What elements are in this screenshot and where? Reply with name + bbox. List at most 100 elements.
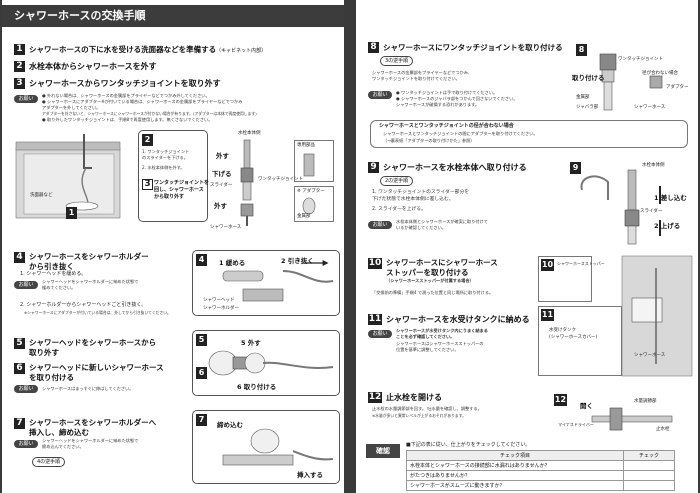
check-cell[interactable] bbox=[623, 480, 675, 491]
note-line: ● シャワーホースのジャバラ部をつかんで回さないでください。 bbox=[396, 96, 518, 101]
label-adapter: ※ アダプター bbox=[297, 189, 325, 194]
label-raise: 2 上げる bbox=[654, 222, 681, 230]
label-dedicated: 専用部品 bbox=[297, 143, 315, 148]
step-9-item: 下げた状態で水栓本体側に差し込む。 bbox=[372, 197, 454, 202]
label-one-touch: ワンタッチジョイント bbox=[618, 57, 663, 62]
step-number-3: 3 bbox=[14, 78, 25, 89]
step-6-title: を取り付ける bbox=[29, 373, 74, 382]
step-12-body: ※水量が多いと異常レベルが上がるおそれがあります。 bbox=[372, 413, 466, 418]
figure-8: 8 取り付ける ワンタッチジョイント 径が合わない場合 アダプター 金属部 ジャ… bbox=[572, 42, 694, 116]
check-table: チェック項目チェック 水栓本体とシャワーホースの接続部に水漏れはありませんか？ … bbox=[406, 450, 675, 491]
check-cell[interactable] bbox=[623, 460, 675, 471]
check-row: シャワーホースがスムーズに動きますか？ bbox=[406, 480, 624, 491]
label-tank: 水受けタンク bbox=[549, 328, 576, 333]
step-10-title: ストッパーを取り付ける bbox=[386, 268, 469, 277]
note-badge: お願い bbox=[14, 95, 38, 103]
label-adapter-small: 径が合わない場合 bbox=[642, 71, 678, 76]
figure-7: 7 締め込む 挿入する bbox=[192, 410, 340, 484]
label-remove: 外す bbox=[216, 152, 229, 160]
label-driver: マイナスドライバー bbox=[558, 422, 594, 427]
check-cell[interactable] bbox=[623, 470, 675, 481]
label-tank-cover: (シャワーホースカバー) bbox=[549, 335, 598, 340]
figure-12: 12 開く 水量調節部 マイナスドライバー 止水栓 bbox=[552, 392, 694, 436]
step-9-item: 2. スライダーを上げる。 bbox=[372, 207, 426, 212]
label-attach: 取り付ける bbox=[572, 74, 605, 82]
note-line: シャワーホースはシャワーホースストッパーの bbox=[396, 341, 484, 346]
note-badge: お願い bbox=[14, 281, 38, 289]
note-badge: お願い bbox=[368, 91, 392, 99]
label-adapter: アダプター bbox=[666, 85, 689, 90]
check-section: 確認 ■下記の表に従い、仕上がりをチェックしてください。 チェック項目チェック … bbox=[366, 440, 694, 491]
note-line: シャワーホースが水受けタンク内にうまく納まる bbox=[396, 328, 488, 333]
figure-10: 10 シャワーホースストッパー bbox=[538, 256, 605, 302]
step-5-title: 取り外す bbox=[29, 348, 59, 357]
note-line: ● 取り外したワンタッチジョイントは、手順8で再度使用します。無くさないでくださ… bbox=[42, 117, 213, 122]
label-loosen: 1 緩める bbox=[219, 259, 246, 267]
note-line: シャワーヘッドをシャワーホルダーに納めた状態で bbox=[42, 438, 139, 443]
basin-label: 洗面器など bbox=[30, 193, 53, 198]
label-shower-hose: シャワーホース bbox=[634, 353, 666, 358]
figure-9: 9 水栓本体側 1 差し込む スライダー 2 上げる bbox=[568, 160, 694, 246]
step-8-body: シャワーホースの金属部をプライヤーなどでつかみ、 bbox=[372, 70, 473, 75]
step-7-title: 挿入し、締め込む bbox=[29, 428, 89, 437]
label-bellows: ジャバラ部 bbox=[576, 105, 599, 110]
label-open: 開く bbox=[580, 402, 593, 410]
label-stopper: シャワーホースストッパー bbox=[557, 261, 605, 266]
step-number-8: 8 bbox=[368, 42, 379, 53]
note-badge: お願い bbox=[14, 440, 38, 448]
check-label: 確認 bbox=[366, 444, 400, 458]
right-page: 8 シャワーホースにワンタッチジョイントを取り付ける 3の逆手順 シャワーホース… bbox=[356, 0, 698, 493]
note-line: アダプターを外してください。 bbox=[42, 105, 101, 110]
figure-2: 2 1. ワンタッチジョイント のスライダーを下げる。 2. 水栓本体側を外す。… bbox=[138, 130, 210, 222]
incompatible-size-box: シャワーホースとワンタッチジョイントの径が合わない場合 シャワーホースとワンタッ… bbox=[370, 120, 688, 148]
left-page: シャワーホースの交換手順 1 シャワーホースの下に水を受ける洗面器などを準備する… bbox=[2, 0, 344, 493]
figure-number: 11 bbox=[541, 309, 554, 321]
label-shower-hose: シャワーホース bbox=[634, 105, 666, 110]
step-8-body: ワンタッチジョイントを取り付けてください。 bbox=[372, 76, 460, 81]
step-number-1: 1 bbox=[14, 44, 25, 55]
page-header: シャワーホースの交換手順 bbox=[2, 5, 344, 27]
step-6-title: シャワーヘッドに新しいシャワーホース bbox=[29, 363, 164, 372]
label-one-touch: ワンタッチジョイント bbox=[258, 177, 303, 182]
reverse-procedure-badge: 3の逆手順 bbox=[380, 56, 414, 66]
sink-illustration bbox=[15, 134, 121, 219]
reverse-procedure-badge: 4の逆手順 bbox=[32, 457, 66, 467]
label-insert: 1 差し込む bbox=[654, 194, 687, 202]
step-number-11: 11 bbox=[368, 314, 382, 325]
figure-text: のスライダーを下げる。 bbox=[142, 155, 188, 160]
figure-5-6: 5 6 5 外す 6 取り付ける bbox=[192, 330, 340, 396]
adapter-box: ※ アダプター 金属部 bbox=[294, 186, 334, 222]
figure-subnumber: 3 bbox=[142, 179, 153, 190]
step-9-item: 1. ワンタッチジョイントのスライダー部分を bbox=[372, 190, 470, 195]
figure-text: 2. 水栓本体側を外す。 bbox=[142, 165, 185, 170]
step-number-10: 10 bbox=[368, 258, 382, 269]
step-number-5: 5 bbox=[14, 338, 25, 349]
step-8-title: シャワーホースにワンタッチジョイントを取り付ける bbox=[383, 43, 563, 52]
note-badge: お願い bbox=[368, 221, 392, 229]
label-metal: 金属部 bbox=[297, 214, 311, 219]
check-row: 水栓本体とシャワーホースの接続部に水漏れはありませんか？ bbox=[406, 460, 624, 471]
check-row: がたつきはありませんか？ bbox=[406, 470, 624, 481]
label-shower-hose: シャワーホース bbox=[210, 225, 242, 230]
check-header-check: チェック bbox=[623, 450, 675, 461]
figure-bold-text: ワンタッチジョイントを bbox=[154, 180, 210, 186]
label-holder: シャワーホルダー bbox=[203, 306, 239, 311]
label-insert: 挿入する bbox=[297, 471, 323, 479]
note-line: アダプターを外さないと、シャワーホースにシャワーホースが付かない場合が有ります。… bbox=[42, 111, 257, 116]
note-line: 緩めてください。 bbox=[42, 285, 76, 290]
step-4-subnote: ※シャワーホースにアダプターが付いている場合は、外してから引き抜いてください。 bbox=[24, 310, 171, 315]
note-badge: お願い bbox=[14, 385, 38, 393]
note-line: ● シャワーホースにアダプター※が付いている場合は、シャワーホースの金属部をプラ… bbox=[42, 99, 243, 104]
label-head: シャワーヘッド bbox=[203, 298, 235, 303]
label-attach: 6 取り付ける bbox=[237, 383, 277, 391]
step-10-body: 「交換前の準備」手順4 で測った位置と同じ場所に取り付ける。 bbox=[372, 290, 494, 295]
check-intro: ■下記の表に従い、仕上がりをチェックしてください。 bbox=[406, 442, 531, 448]
figure-1: 洗面器など 1 bbox=[14, 128, 122, 220]
note-line: いるか確認してください。 bbox=[396, 225, 446, 230]
figure-text: 1. ワンタッチジョイント bbox=[142, 149, 190, 154]
step-number-12: 12 bbox=[368, 392, 382, 403]
step-4-item: 1. シャワーヘッドを緩める。 bbox=[20, 271, 87, 277]
step-4-title: から引き抜く bbox=[29, 262, 74, 271]
figure-number: 7 bbox=[196, 414, 207, 426]
incompat-line: シャワーホースとワンタッチジョイントの間にアダプターを取り付けてください。 bbox=[383, 131, 538, 136]
